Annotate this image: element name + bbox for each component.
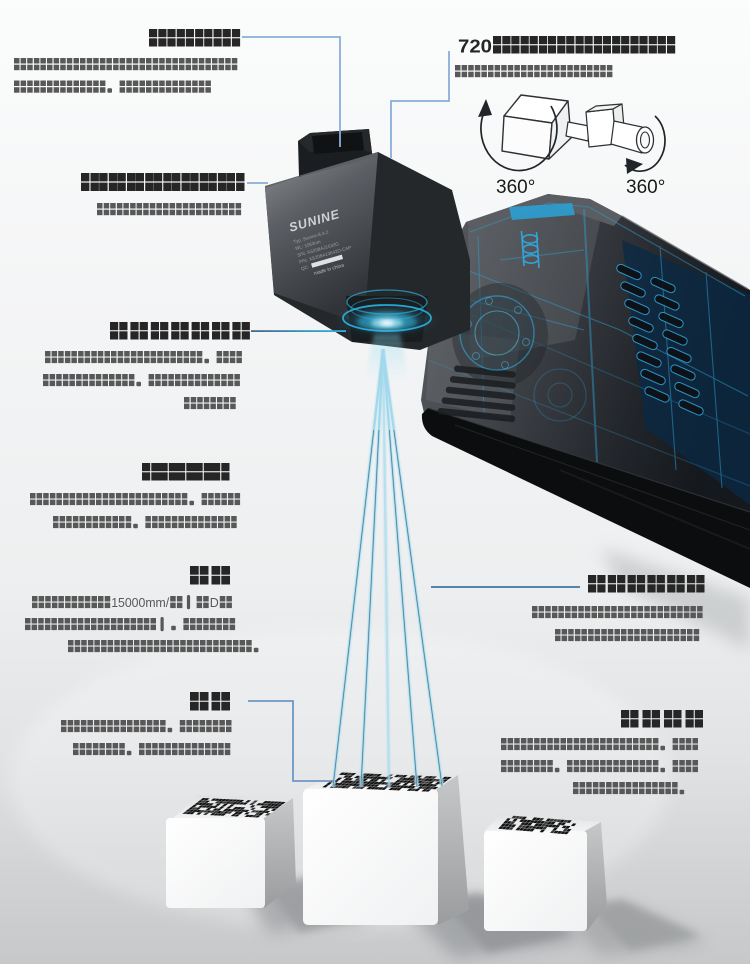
svg-text:QC:: QC: [300, 264, 309, 271]
svg-text:D: D [210, 595, 219, 610]
svg-text:360°: 360° [626, 177, 665, 198]
svg-text:360°: 360° [496, 177, 535, 198]
svg-text:15000mm/: 15000mm/ [111, 595, 169, 610]
svg-text:720: 720 [458, 36, 492, 57]
